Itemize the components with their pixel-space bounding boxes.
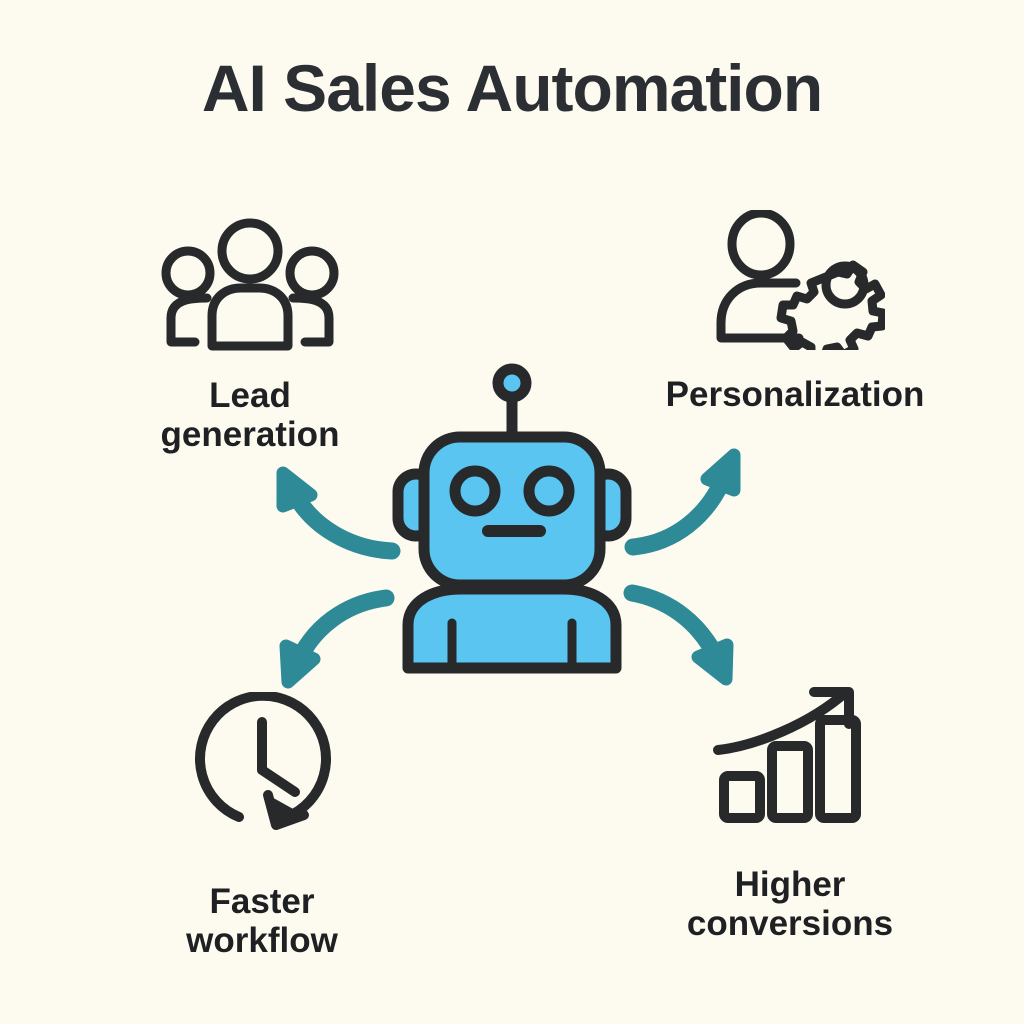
- robot-ear-left: [392, 468, 440, 542]
- page-title: AI Sales Automation: [201, 51, 823, 125]
- node-faster-workflow[interactable]: Faster workflow: [132, 690, 392, 961]
- node-label-faster-workflow: Faster workflow: [186, 882, 338, 961]
- growth-bar-chart-icon: [710, 680, 870, 835]
- node-personalization[interactable]: Personalization: [645, 208, 945, 414]
- robot-head: [418, 431, 606, 591]
- node-label-higher-conversions: Higher conversions: [686, 865, 894, 944]
- arrow-to-higher-conversions: [623, 584, 734, 686]
- robot-ear-right: [584, 468, 632, 542]
- people-group-icon: [155, 218, 345, 358]
- robot-body: [402, 583, 622, 674]
- arrow-to-personalization: [624, 448, 741, 556]
- robot-neck: [472, 554, 552, 602]
- node-higher-conversions[interactable]: Higher conversions: [640, 680, 940, 943]
- robot-eye-right: [523, 465, 575, 517]
- user-gear-icon: [705, 208, 888, 364]
- arrow-to-faster-workflow: [279, 589, 395, 689]
- node-lead-generation[interactable]: Lead generation: [110, 218, 390, 454]
- robot-eye-left: [449, 465, 501, 517]
- robot-antenna-icon: [492, 363, 532, 403]
- clock-arrow-icon: [182, 690, 342, 852]
- arrow-to-lead-generation: [276, 466, 401, 560]
- node-label-personalization: Personalization: [665, 375, 925, 414]
- node-label-lead-generation: Lead generation: [160, 376, 340, 455]
